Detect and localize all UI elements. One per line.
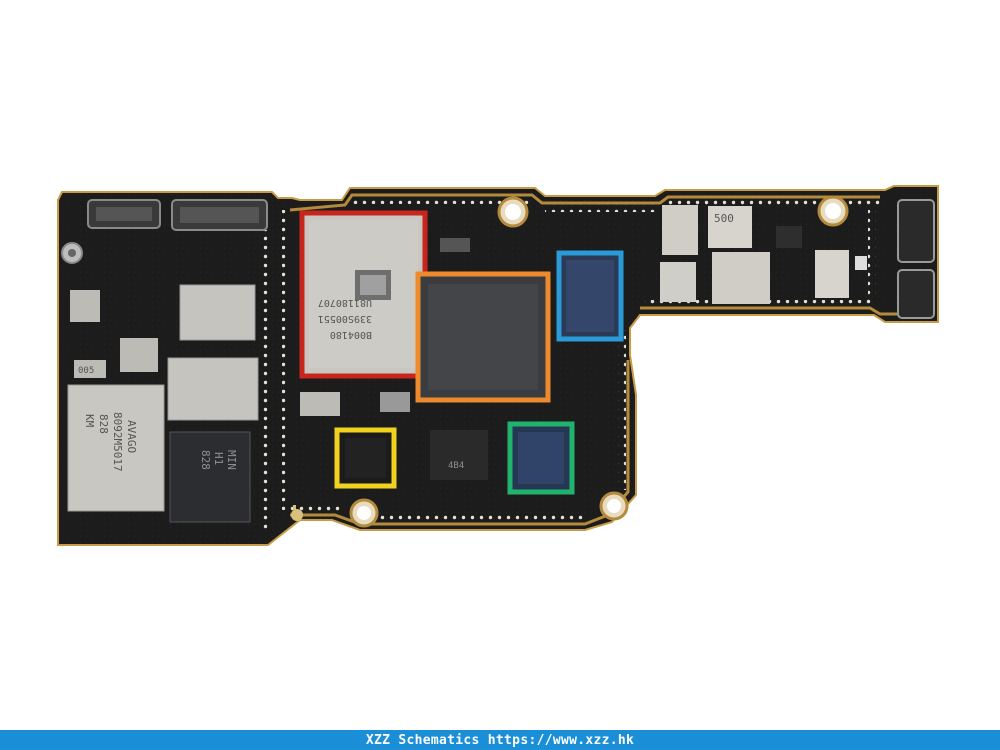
rf-shield-chips: AVAGO 8092M5017 828 KM 500 005 — [67, 205, 867, 512]
highlight-yellow-chip — [334, 427, 397, 489]
module-label: 500 — [714, 212, 734, 225]
rf-chip-label-4: KM — [83, 414, 96, 428]
small-code-label: 005 — [78, 366, 94, 376]
apple-logo-icon — [291, 505, 303, 521]
highlight-orange-soc — [415, 271, 551, 403]
rf-chip-label-1: AVAGO — [125, 420, 138, 453]
screw-holes — [61, 195, 849, 528]
memory-label-1: U81180707 — [318, 297, 372, 308]
footer-banner: XZZ Schematics https://www.xzz.hk — [0, 730, 1000, 750]
logic-board-photo: AVAGO 8092M5017 828 KM 500 005 H1 828 MI… — [57, 185, 939, 546]
highlight-red-memory: U81180707 339S00551 B004180 — [299, 210, 428, 379]
rf-chip-label-3: 828 — [97, 414, 110, 434]
dark-chip-label-2: 828 — [199, 450, 212, 470]
highlight-green-chip — [507, 421, 575, 495]
highlight-blue-chip — [556, 250, 624, 342]
dark-chip-label-3: MIN — [225, 450, 238, 470]
memory-label-3: B004180 — [330, 329, 372, 340]
bottom-code-label: 4B4 — [448, 461, 464, 471]
board-connectors — [87, 199, 935, 319]
rf-chip-label-2: 8092M5017 — [111, 412, 124, 472]
memory-label-2: 339S00551 — [318, 313, 372, 324]
dark-chips: H1 828 MIN 4B4 — [169, 226, 802, 523]
footer-text: XZZ Schematics https://www.xzz.hk — [365, 732, 635, 748]
dark-chip-label-1: H1 — [212, 452, 225, 465]
